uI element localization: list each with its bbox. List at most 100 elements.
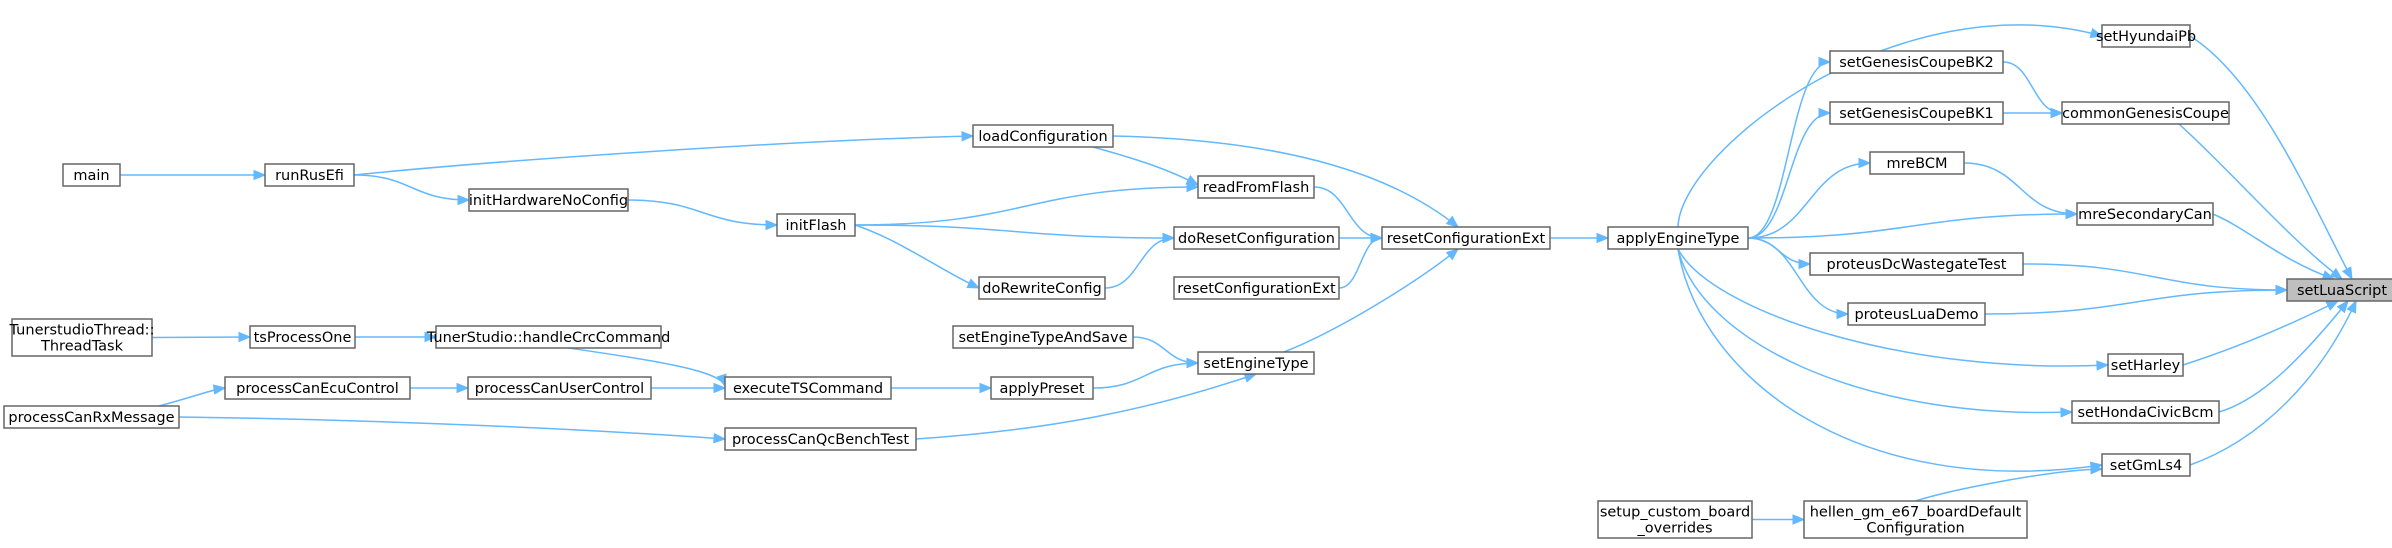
node-main[interactable]: main	[62, 163, 121, 187]
node-setGenesisCoupeBK1[interactable]: setGenesisCoupeBK1	[1829, 101, 2004, 125]
node-handleCrc[interactable]: TunerStudio::handleCrcCommand	[426, 325, 671, 349]
arrowhead-resetConfigurationExt2-to-resetConfigurationExt	[1370, 232, 1384, 244]
node-processCanQcBenchTest[interactable]: processCanQcBenchTest	[724, 427, 917, 451]
node-label: executeTSCommand	[733, 381, 883, 397]
node-box	[972, 124, 1114, 148]
node-label: setLuaScript	[2297, 283, 2387, 299]
node-setupCustom[interactable]: setup_custom_board_overrides	[1597, 500, 1753, 539]
node-setLuaScript[interactable]: setLuaScript	[2286, 278, 2392, 302]
edge-setHondaCivicBcm-to-setLuaScript	[2218, 300, 2349, 413]
node-threadTask[interactable]: TunerstudioThread::ThreadTask	[9, 318, 155, 357]
node-label: doRewriteConfig	[982, 281, 1101, 297]
node-processCanUserControl[interactable]: processCanUserControl	[467, 376, 652, 400]
node-setGenesisCoupeBK2[interactable]: setGenesisCoupeBK2	[1829, 50, 2004, 74]
node-box	[776, 213, 856, 237]
arrowhead-initFlash-to-readFromFlash	[1186, 181, 1200, 193]
node-label: applyPreset	[999, 381, 1084, 397]
node-doRewriteConfig[interactable]: doRewriteConfig	[978, 276, 1106, 300]
node-mreBCM[interactable]: mreBCM	[1869, 151, 1965, 175]
node-box	[2101, 24, 2191, 48]
edge-resetConfigurationExt2-to-resetConfigurationExt	[1338, 237, 1383, 289]
edge-loadConfiguration-to-resetConfigurationExt	[1112, 135, 1459, 228]
node-label: TunerstudioThread::	[9, 323, 155, 339]
node-tsProcessOne[interactable]: tsProcessOne	[249, 325, 356, 349]
node-label: runRusEfi	[275, 168, 344, 184]
node-proteusDcWastegateTest[interactable]: proteusDcWastegateTest	[1809, 252, 2024, 276]
arrowhead-applyEngineType-to-proteusDcWastegateTest	[1798, 258, 1812, 270]
arrowhead-setHyundaiPb-to-setLuaScript	[2341, 266, 2353, 281]
node-label: setEngineType	[1203, 356, 1308, 372]
node-label: _overrides	[1637, 521, 1713, 537]
node-initHardwareNoConfig[interactable]: initHardwareNoConfig	[468, 188, 629, 212]
node-label: hellen_gm_e67_boardDefault	[1810, 505, 2022, 521]
arrowhead-applyEngineType-to-mreBCM	[1858, 157, 1872, 169]
node-mreSecondaryCan[interactable]: mreSecondaryCan	[2076, 202, 2214, 226]
node-label: setHyundaiPb	[2096, 29, 2196, 45]
node-setEngineType[interactable]: setEngineType	[1197, 351, 1315, 375]
edge-applyEngineType-to-setHarley	[1677, 248, 2109, 367]
node-loadConfiguration[interactable]: loadConfiguration	[972, 124, 1114, 148]
node-setHarley[interactable]: setHarley	[2107, 353, 2184, 377]
node-box	[990, 376, 1094, 400]
arrowhead-setupCustom-to-hellen	[1792, 514, 1806, 525]
node-commonGenesisCoupe[interactable]: commonGenesisCoupe	[2061, 101, 2230, 125]
edge-mreSecondaryCan-to-setLuaScript	[2212, 213, 2335, 280]
arrowhead-commonGenesisCoupe-to-setLuaScript	[2329, 267, 2344, 280]
node-executeTSCommand[interactable]: executeTSCommand	[724, 376, 892, 400]
arrowhead-applyPreset-to-setEngineType	[1186, 357, 1200, 369]
arrowhead-processCanEcuControl-to-processCanUserControl	[456, 382, 470, 394]
node-setEngineTypeAndSave[interactable]: setEngineTypeAndSave	[952, 325, 1134, 349]
arrowhead-setGenesisCoupeBK1-to-commonGenesisCoupe	[2050, 107, 2064, 119]
node-box	[264, 163, 355, 187]
node-label: processCanQcBenchTest	[732, 432, 909, 448]
node-box	[1829, 50, 2004, 74]
node-box	[1869, 151, 1965, 175]
node-label: setEngineTypeAndSave	[958, 330, 1127, 346]
node-label: TunerStudio::handleCrcCommand	[426, 330, 671, 346]
node-box	[2101, 453, 2191, 477]
node-box	[2107, 353, 2184, 377]
node-setHyundaiPb[interactable]: setHyundaiPb	[2096, 24, 2196, 48]
node-resetConfigurationExt2[interactable]: resetConfigurationExt	[1173, 276, 1340, 300]
node-label: processCanUserControl	[475, 381, 644, 397]
node-applyPreset[interactable]: applyPreset	[990, 376, 1094, 400]
node-label: setGenesisCoupeBK1	[1839, 106, 1994, 122]
node-resetConfigurationExt[interactable]: resetConfigurationExt	[1381, 226, 1551, 250]
arrowhead-loadConfiguration-to-resetConfigurationExt	[1445, 215, 1460, 228]
node-setHondaCivicBcm[interactable]: setHondaCivicBcm	[2071, 400, 2220, 424]
node-readFromFlash[interactable]: readFromFlash	[1197, 175, 1315, 199]
node-label: applyEngineType	[1617, 231, 1740, 247]
edge-applyEngineType-to-setGenesisCoupeBK1	[1747, 112, 1831, 239]
node-label: commonGenesisCoupe	[2062, 106, 2229, 122]
node-processCanEcuControl[interactable]: processCanEcuControl	[224, 376, 411, 400]
arrowhead-proteusLuaDemo-to-setLuaScript	[2275, 284, 2289, 296]
arrowhead-applyEngineType-to-setGenesisCoupeBK1	[1818, 107, 1832, 119]
node-label: proteusLuaDemo	[1854, 307, 1978, 323]
edge-applyEngineType-to-setHyundaiPb	[1677, 24, 2103, 228]
edge-initFlash-to-doRewriteConfig	[854, 224, 980, 289]
node-label: mreSecondaryCan	[2078, 207, 2212, 223]
node-initFlash[interactable]: initFlash	[776, 213, 856, 237]
node-label: mreBCM	[1886, 156, 1947, 172]
node-processCanRxMessage[interactable]: processCanRxMessage	[3, 405, 180, 429]
edge-setGmLs4-to-setLuaScript	[2189, 300, 2357, 466]
node-runRusEfi[interactable]: runRusEfi	[264, 163, 355, 187]
node-label: setHarley	[2111, 358, 2181, 374]
edge-proteusLuaDemo-to-setLuaScript	[1984, 289, 2288, 315]
edge-commonGenesisCoupe-to-setLuaScript	[2178, 123, 2343, 280]
node-proteusLuaDemo[interactable]: proteusLuaDemo	[1847, 302, 1986, 326]
node-box	[2076, 202, 2214, 226]
node-applyEngineType[interactable]: applyEngineType	[1607, 226, 1749, 250]
node-box	[224, 376, 411, 400]
arrowhead-runRusEfi-to-loadConfiguration	[961, 131, 975, 142]
arrowhead-applyEngineType-to-setHondaCivicBcm	[2060, 407, 2074, 418]
node-doResetConfiguration[interactable]: doResetConfiguration	[1173, 226, 1340, 250]
nodes-layer: setLuaScript setHyundaiPb commonGenesisCou…	[3, 24, 2392, 539]
node-label: proteusDcWastegateTest	[1827, 257, 2007, 273]
node-box	[952, 325, 1134, 349]
node-box	[1597, 500, 1753, 539]
edge-applyEngineType-to-mreBCM	[1747, 162, 1871, 239]
node-setGmLs4[interactable]: setGmLs4	[2101, 453, 2191, 477]
